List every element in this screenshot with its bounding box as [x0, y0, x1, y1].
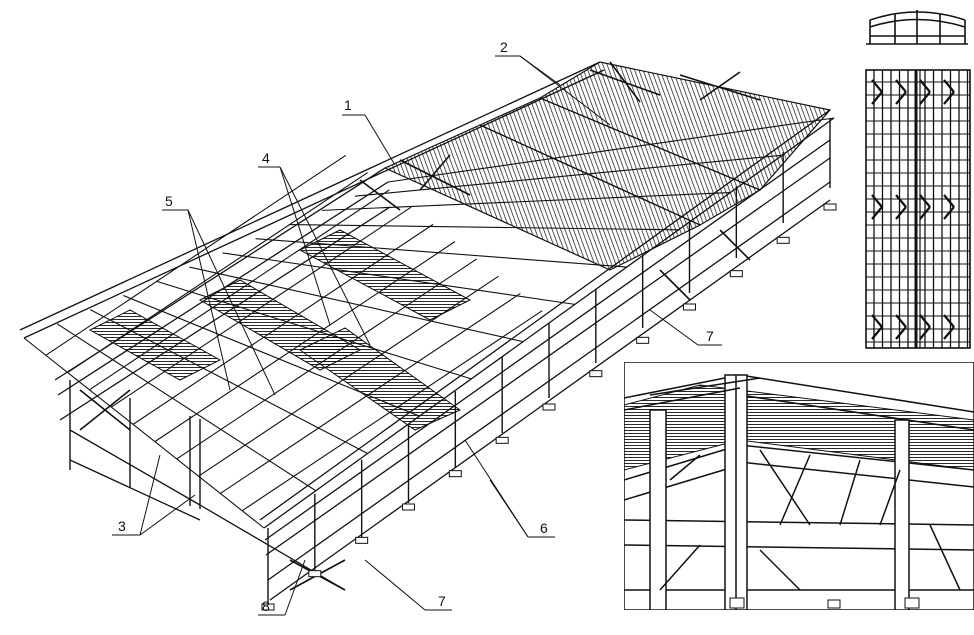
end-elevation-view — [866, 10, 968, 45]
plan-brace — [895, 314, 907, 328]
callout-7-upper: 7 — [706, 328, 714, 344]
plan-brace — [895, 206, 907, 220]
plan-brace — [871, 91, 883, 105]
plan-brace — [919, 79, 931, 93]
plan-brace — [895, 79, 907, 93]
callout-labels: 1 2 4 5 3 6 7 7 8 — [118, 39, 714, 614]
footing — [355, 536, 369, 544]
plan-brace — [943, 314, 955, 328]
plan-brace — [895, 194, 907, 208]
footing — [542, 403, 556, 411]
plan-brace — [943, 206, 955, 220]
footing — [308, 570, 322, 578]
footing — [729, 270, 743, 278]
callout-leaders — [112, 55, 722, 616]
callout-5: 5 — [165, 193, 173, 209]
roof-rafter — [23, 337, 265, 529]
plan-brace — [919, 91, 931, 105]
roof-purlin — [45, 154, 347, 356]
callout-4: 4 — [262, 150, 270, 166]
footing — [402, 503, 415, 511]
corner-detail-view — [624, 362, 974, 610]
footing — [776, 236, 790, 244]
footing — [636, 336, 650, 344]
plan-purlins — [873, 70, 969, 348]
plan-brace — [895, 326, 907, 340]
plan-brace — [943, 79, 955, 93]
plan-brace — [871, 206, 883, 220]
footing — [261, 603, 275, 611]
footing — [448, 470, 462, 478]
plan-brace — [871, 326, 883, 340]
footing — [495, 436, 509, 444]
footing — [823, 203, 837, 211]
plan-brace — [943, 194, 955, 208]
plan-brace — [871, 79, 883, 93]
plan-rafters — [866, 81, 970, 343]
plan-brace — [919, 314, 931, 328]
footing — [589, 370, 603, 378]
roof-rafter — [56, 323, 317, 492]
plan-brace — [919, 194, 931, 208]
roof-panels — [88, 61, 832, 431]
plan-brace — [919, 326, 931, 340]
plan-brace — [943, 91, 955, 105]
column-footings — [261, 203, 837, 611]
callout-1: 1 — [344, 97, 352, 113]
plan-brace — [895, 91, 907, 105]
callout-6: 6 — [540, 520, 548, 536]
plan-brace — [943, 326, 955, 340]
cross-bracing — [79, 61, 761, 591]
plan-bracing-chevrons — [871, 79, 955, 340]
plan-brace — [871, 314, 883, 328]
callout-3: 3 — [118, 518, 126, 534]
footing — [683, 303, 696, 311]
callout-8: 8 — [262, 598, 270, 614]
callout-7-lower: 7 — [438, 593, 446, 609]
plan-brace — [871, 194, 883, 208]
plan-brace — [919, 206, 931, 220]
callout-2: 2 — [500, 39, 508, 55]
